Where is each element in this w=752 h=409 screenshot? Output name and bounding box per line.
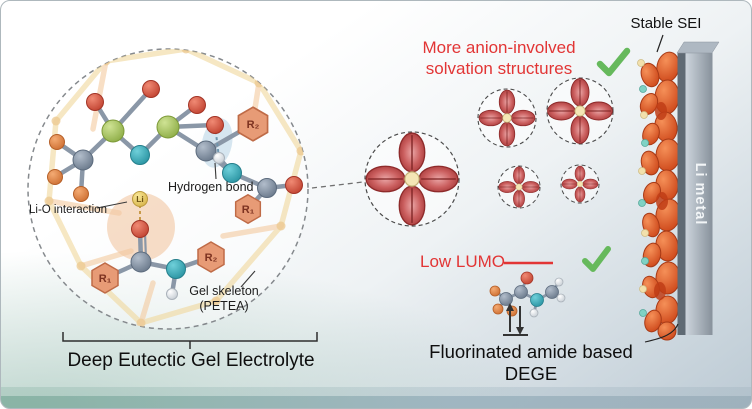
atom-oxygen (520, 271, 534, 285)
gel-skeleton-line1: Gel skeleton (189, 284, 259, 298)
hydrogen-bond-label: Hydrogen bond (168, 180, 254, 194)
caption-bracket (62, 332, 318, 349)
fluorinated-amide-molecule (489, 271, 566, 318)
atom-hydrogen (213, 152, 225, 164)
atom-fluorine (49, 134, 65, 150)
atom-nitrogen (222, 163, 242, 183)
atom-fluorine (73, 186, 89, 202)
solvation-headline-line2: solvation structures (425, 59, 573, 78)
molecule-atoms (47, 80, 303, 300)
atom-hydrogen (166, 288, 178, 300)
sei-li-metal-panel (637, 34, 720, 343)
checkmark-icon (596, 47, 631, 77)
atom-oxygen (206, 116, 224, 134)
annotation-pointer-lines (96, 162, 256, 288)
atom-fluorine (47, 169, 63, 185)
atom-oxygen (188, 96, 206, 114)
atom-fluorine (489, 285, 501, 297)
solvation-headline-line1: More anion-involved (422, 38, 576, 57)
atom-fluorine (492, 303, 504, 315)
gel-skeleton-line2: (PETEA) (199, 298, 249, 313)
atom-carbon (72, 149, 94, 171)
atom-carbon (545, 285, 559, 299)
atom-carbon (195, 140, 217, 162)
atom-hydrogen (556, 293, 566, 303)
gel-network-nodes (44, 49, 306, 328)
li-atom-label: Li (136, 194, 144, 204)
atom-nitrogen (530, 293, 544, 307)
solvation-headline: More anion-involved solvation structures (399, 37, 599, 79)
atom-oxygen (131, 220, 149, 238)
atom-hydrogen (554, 277, 564, 287)
atom-hydrogen (529, 308, 539, 318)
bottom-gradient-fade (1, 387, 751, 396)
solvation-structures (364, 77, 614, 227)
substituent-hexagons: R₂ R₁ R₁ R₂ (91, 106, 269, 294)
bottom-gradient-band (1, 396, 751, 408)
low-lumo-label: Low LUMO (420, 252, 506, 271)
atom-nitrogen (130, 145, 150, 165)
li-o-interaction-label: Li-O interaction (29, 204, 107, 216)
atom-carbon (130, 251, 152, 273)
atom-carbon (499, 292, 513, 306)
atom-sulfur (101, 119, 125, 143)
solvation-panel (311, 47, 631, 336)
atom-sulfur (156, 115, 180, 139)
stable-sei-label: Stable SEI (630, 15, 702, 32)
li-metal-label: Li metal (692, 162, 708, 226)
r1-hexagon-label: R₁ (242, 204, 255, 216)
sei-pointer-line (656, 34, 664, 53)
checkmark-icon (582, 246, 611, 272)
atom-carbon (257, 178, 277, 198)
r2-hexagon-label: R₂ (205, 252, 218, 264)
sei-dark-particles (654, 102, 668, 300)
connector-dashed-line (311, 181, 364, 189)
atom-oxygen (86, 93, 104, 111)
atom-nitrogen (166, 259, 186, 279)
li-metal-bar (685, 53, 713, 335)
li-metal-top-face (676, 41, 720, 54)
electron-pair-icon (503, 303, 528, 336)
sei-teal-dots (638, 85, 649, 317)
sei-cream-dots (637, 59, 649, 293)
left-caption: Deep Eutectic Gel Electrolyte (67, 350, 315, 371)
atom-oxygen (142, 80, 160, 98)
right-caption: Fluorinated amide based DEGE (429, 341, 633, 384)
r1-hexagon-label: R₁ (99, 273, 112, 285)
gel-skeleton-label: Gel skeleton (PETEA) (180, 284, 268, 313)
li-metal-edge-strip (677, 53, 686, 335)
r2-hexagon-label: R₂ (247, 119, 260, 131)
deep-eutectic-panel: Li R₂ R₁ R₁ R₂ (27, 48, 318, 349)
atom-carbon (514, 285, 528, 299)
caption-pointer-line (644, 323, 679, 343)
li-atom (132, 191, 148, 207)
atom-oxygen (285, 176, 303, 194)
